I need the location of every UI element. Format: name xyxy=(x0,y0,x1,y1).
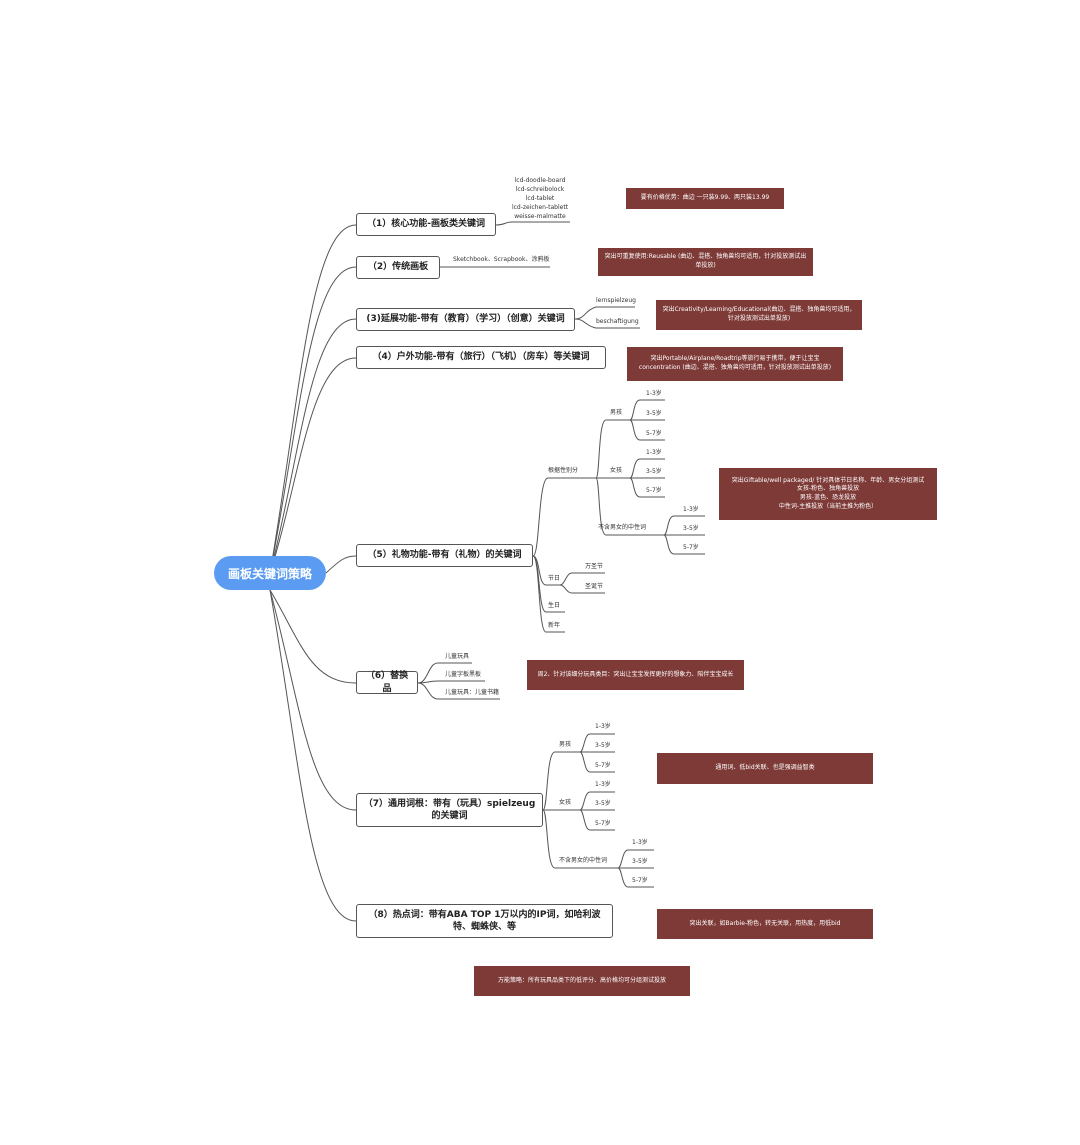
note-imagination: 周2、针对该细分玩具类目：突出让宝宝发挥更好的想象力、陪伴宝宝成长 xyxy=(527,660,744,690)
branch-traditional-board[interactable]: （2）传统画板 xyxy=(356,256,440,279)
b3-keyword-lernspielzeug: lernspielzeug xyxy=(596,297,636,304)
b5-neutral-age-3-5: 3-5岁 xyxy=(683,525,699,532)
b5-holiday-christmas: 圣诞节 xyxy=(585,583,604,590)
note-reusable: 突出可重复使用:Reusable (曲边、混搭、独角兽均可适用，针对投放测试出单… xyxy=(598,248,813,276)
note-creativity: 突出Creativity/Learning/Educational(曲边、混搭、… xyxy=(656,300,862,330)
note-universal-strategy: 万能策略：所有玩具品类下的低评分、高价格均可分组测试投放 xyxy=(474,966,690,996)
b2-keyword-list: Sketchbook、Scrapbook、涂鸦板 xyxy=(453,256,550,263)
b7-neutral-age-3-5: 3-5岁 xyxy=(632,858,648,865)
b6-keyword-kids-blackboard: 儿童字板黑板 xyxy=(445,671,482,678)
b7-boys-age-3-5: 3-5岁 xyxy=(595,742,611,749)
b5-newyear: 新年 xyxy=(548,622,561,629)
b3-keyword-beschaftigung: beschaftigung xyxy=(596,318,639,325)
b7-neutral-age-1-3: 1-3岁 xyxy=(632,839,648,846)
b7-neutral: 不含男女的中性词 xyxy=(559,857,608,864)
b5-boys-age-5-7: 5-7岁 xyxy=(646,430,662,437)
note-giftable: 突出Giftable/well packaged/ 针对具体节日名称、年龄、男女… xyxy=(719,468,937,520)
branch-gift-function[interactable]: （5）礼物功能-带有（礼物）的关键词 xyxy=(356,544,533,567)
branch-core-function[interactable]: （1）核心功能-画板类关键词 xyxy=(356,213,496,236)
b5-gender: 根据性别分 xyxy=(548,467,579,474)
b5-boys-age-1-3: 1-3岁 xyxy=(646,390,662,397)
note-price-advantage: 要有价格优势：曲边 一只装9.99、两只装13.99 xyxy=(626,188,784,209)
b5-boys-age-3-5: 3-5岁 xyxy=(646,410,662,417)
b5-girls-age-1-3: 1-3岁 xyxy=(646,449,662,456)
b5-neutral: 不含男女的中性词 xyxy=(598,524,647,531)
branch-hot-words[interactable]: （8）热点词：带有ABA TOP 1万以内的IP词，如哈利波特、蜘蛛侠、等 xyxy=(356,904,613,938)
b6-keyword-kids-books: 儿童玩具：儿童书籍 xyxy=(445,689,500,696)
b5-holiday-halloween: 万圣节 xyxy=(585,563,604,570)
b5-girls-age-5-7: 5-7岁 xyxy=(646,487,662,494)
b7-girls-age-3-5: 3-5岁 xyxy=(595,800,611,807)
b5-neutral-age-5-7: 5-7岁 xyxy=(683,544,699,551)
branch-substitute[interactable]: （6）替换品 xyxy=(356,671,418,694)
b7-neutral-age-5-7: 5-7岁 xyxy=(632,877,648,884)
branch-extended-function[interactable]: (3)延展功能-带有（教育）（学习）（创意）关键词 xyxy=(356,308,575,331)
b5-holiday: 节日 xyxy=(548,575,561,582)
b1-keyword-list: lcd-doodle-board lcd-schreibolock lcd-ta… xyxy=(511,177,569,220)
branch-generic-root[interactable]: （7）通用词根：带有（玩具）spielzeug 的关键词 xyxy=(356,793,543,827)
b7-boys: 男孩 xyxy=(559,741,572,748)
b5-girls: 女孩 xyxy=(610,467,623,474)
branch-outdoor-function[interactable]: （4）户外功能-带有（旅行）（飞机）（房车）等关键词 xyxy=(356,346,606,369)
b6-keyword-kids-toys: 儿童玩具 xyxy=(445,653,470,660)
b7-boys-age-5-7: 5-7岁 xyxy=(595,762,611,769)
b7-boys-age-1-3: 1-3岁 xyxy=(595,723,611,730)
b5-girls-age-3-5: 3-5岁 xyxy=(646,468,662,475)
b5-birthday: 生日 xyxy=(548,602,561,609)
b7-girls-age-1-3: 1-3岁 xyxy=(595,781,611,788)
note-related-barbie: 突出关联，如Barbie-粉色，转无关联，用热度，用低bid xyxy=(657,909,873,939)
root-node[interactable]: 画板关键词策略 xyxy=(214,556,326,590)
b5-boys: 男孩 xyxy=(610,409,623,416)
b7-girls: 女孩 xyxy=(559,799,572,806)
note-generic-low-bid: 通用词、低bid关联、也是强调益智类 xyxy=(657,753,873,784)
note-portable: 突出Portable/Airplane/Roadtrip等旅行易于携带，便于让宝… xyxy=(627,347,843,381)
b5-neutral-age-1-3: 1-3岁 xyxy=(683,506,699,513)
b7-girls-age-5-7: 5-7岁 xyxy=(595,820,611,827)
